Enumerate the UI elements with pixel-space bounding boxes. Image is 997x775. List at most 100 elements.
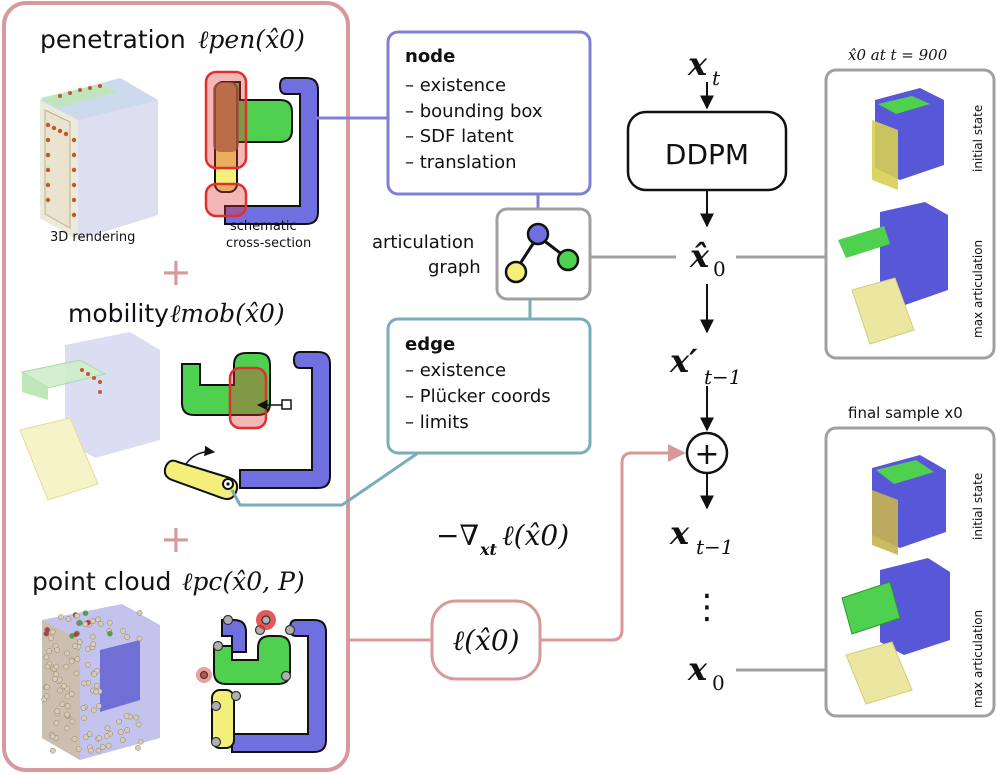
point-cloud-dot	[47, 635, 54, 641]
point-cloud-dot	[44, 663, 51, 670]
top-max-articulation-label: max articulation	[971, 240, 985, 338]
point-cloud-schematic	[211, 619, 327, 753]
x-t-sub: t	[712, 66, 721, 90]
point-cloud-dot	[136, 610, 143, 616]
point-cloud-dot	[136, 635, 143, 642]
point-cloud-dot	[54, 646, 61, 653]
point-cloud-dot	[73, 670, 80, 677]
node-item-sdf-latent: – SDF latent	[405, 126, 514, 147]
mobility-rotation-arrow	[185, 445, 216, 465]
sum-symbol: +	[694, 437, 719, 472]
gradient-nabla: −∇	[436, 519, 479, 552]
point-cloud-dot	[46, 648, 53, 654]
mobility-motion-handle	[281, 399, 292, 410]
point-cloud-label: point cloud	[32, 567, 171, 596]
point-cloud-dot	[68, 658, 75, 665]
edge-box	[386, 317, 592, 455]
caption-3d-rendering: 3D rendering	[50, 230, 135, 245]
point-cloud-dot	[74, 656, 81, 662]
node-item-bounding-box: – bounding box	[405, 101, 543, 122]
point-cloud-dot	[44, 626, 51, 633]
bottom-max-articulation-label: max articulation	[971, 610, 985, 708]
point-cloud-dot	[53, 671, 59, 678]
point-cloud-dot	[54, 708, 61, 715]
point-cloud-dot	[116, 718, 122, 725]
point-cloud-dot	[56, 676, 63, 683]
graph-node-green	[556, 248, 580, 272]
graph-node-blue	[526, 222, 550, 246]
point-cloud-dot	[65, 616, 72, 622]
point-cloud-dot	[93, 682, 100, 689]
point-cloud-dot	[133, 714, 140, 721]
edge-box-title: edge	[405, 334, 455, 355]
penetration-symbol: ℓpen(x̂0)	[198, 25, 305, 54]
point-cloud-dot	[49, 628, 56, 635]
point-cloud-dot	[117, 729, 124, 736]
point-cloud-dot	[77, 619, 83, 626]
point-cloud-dot	[107, 630, 113, 637]
point-cloud-dot	[59, 701, 66, 707]
penetration-overlap-bottom	[204, 182, 248, 218]
point-cloud-dot	[61, 683, 67, 689]
point-cloud-dot	[53, 663, 60, 670]
point-cloud-dot	[58, 614, 64, 621]
point-cloud-dot	[123, 713, 130, 719]
x-prime-sub: t−1	[704, 365, 742, 389]
bottom-panel-title: final sample x0	[848, 404, 963, 422]
bottom-initial-state-label: initial state	[971, 473, 985, 540]
top-initial-state-render	[872, 88, 944, 190]
x-tm1-label: x	[669, 514, 690, 552]
point-cloud-dot	[86, 731, 93, 737]
point-cloud-dot	[44, 684, 50, 691]
mobility-rendering	[19, 332, 160, 501]
continuation-dots: ⋮	[690, 587, 724, 627]
point-cloud-dot	[64, 711, 71, 718]
point-cloud-dot	[95, 616, 101, 623]
point-cloud-dot	[135, 721, 142, 728]
point-cloud-dot	[119, 737, 126, 743]
point-cloud-dot	[99, 744, 106, 750]
x0-sub: 0	[712, 671, 725, 695]
point-cloud-dot	[120, 628, 126, 634]
point-cloud-dot	[50, 747, 56, 754]
point-cloud-dot	[104, 725, 111, 731]
point-cloud-dot	[64, 650, 70, 657]
point-cloud-dot	[105, 742, 112, 749]
point-cloud-dot	[64, 725, 70, 732]
edge-item-limits: – limits	[405, 412, 469, 433]
point-cloud-dot	[135, 744, 141, 751]
x0-label: x	[687, 650, 708, 688]
point-cloud-dot	[80, 705, 87, 711]
caption-schematic-1: schematic	[230, 219, 297, 234]
mobility-label: mobility	[68, 299, 169, 328]
plus-sign-2: +	[160, 517, 192, 561]
penetration-label: penetration	[40, 25, 186, 54]
point-cloud-dot	[124, 634, 130, 640]
caption-schematic-2: cross-section	[226, 236, 311, 251]
point-cloud-dot	[85, 661, 91, 668]
point-cloud-dot	[64, 703, 71, 709]
node-box-title: node	[405, 46, 455, 67]
point-cloud-dot	[103, 733, 110, 740]
point-cloud-dot	[81, 715, 88, 722]
point-cloud-dot	[73, 631, 79, 638]
x-tm1-sub: t−1	[696, 535, 734, 559]
mobility-symbol: ℓmob(x̂0)	[170, 299, 285, 328]
point-cloud-symbol: ℓpc(x̂0, P)	[182, 567, 305, 596]
point-cloud-dot	[69, 718, 76, 725]
edge-to-schematic-link	[230, 451, 419, 507]
loss-pill-label: ℓ(x̂0)	[452, 624, 519, 657]
point-cloud-dot	[96, 735, 103, 741]
point-cloud-dot	[71, 736, 78, 742]
point-cloud-dot	[52, 676, 58, 682]
node-item-translation: – translation	[405, 152, 517, 173]
point-cloud-dot	[87, 747, 94, 754]
point-cloud-dot	[89, 618, 96, 624]
point-cloud-dot	[97, 621, 104, 627]
point-cloud-dot	[82, 734, 89, 741]
graph-node-yellow	[504, 260, 528, 284]
point-cloud-outlier-1-core	[261, 615, 271, 625]
top-initial-state-label: initial state	[971, 105, 985, 172]
point-cloud-dot	[124, 727, 130, 733]
node-box	[386, 30, 592, 196]
